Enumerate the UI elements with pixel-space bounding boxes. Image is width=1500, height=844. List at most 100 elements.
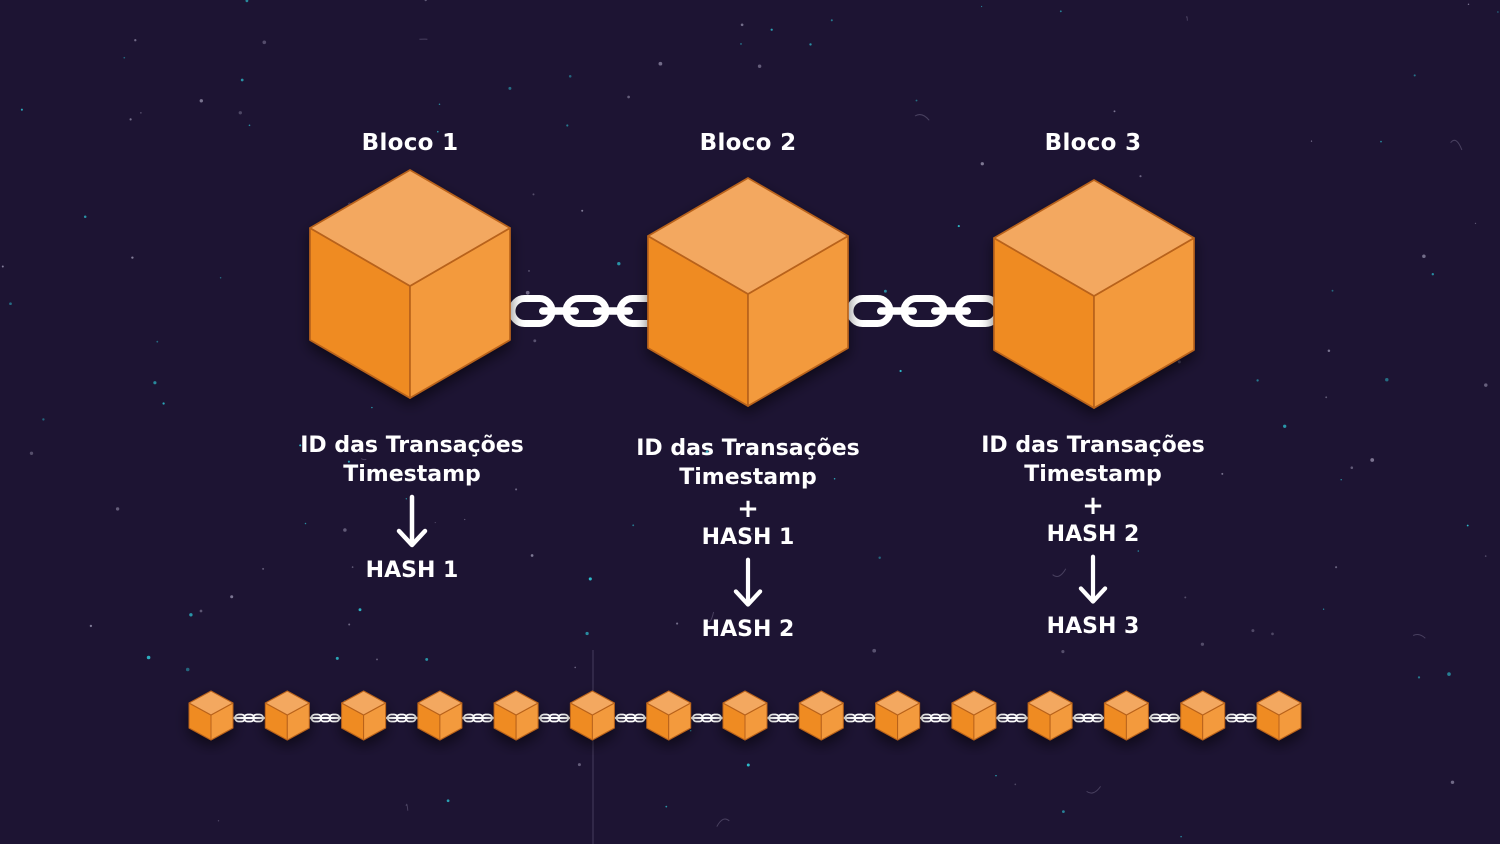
star-speck [770, 28, 773, 31]
star-speck [20, 108, 23, 111]
star-speck [1251, 629, 1255, 633]
mini-block-cube [646, 690, 692, 741]
block-1-cube [309, 169, 511, 399]
star-speck [617, 262, 621, 266]
star-speck [371, 406, 373, 409]
star-speck [9, 302, 12, 306]
star-speck [980, 5, 983, 8]
mini-block-cube [951, 690, 997, 741]
block-3-cube [993, 179, 1195, 409]
mini-block-cube [1103, 690, 1149, 741]
star-speck [335, 656, 339, 660]
star-speck [1350, 466, 1354, 469]
mini-block-cube [722, 690, 768, 741]
star-speck [1467, 3, 1470, 6]
block-3-plus-sign: + [1082, 491, 1104, 521]
mini-chain-link [767, 713, 800, 723]
mini-block-cube [1180, 690, 1226, 741]
star-speck [248, 124, 251, 127]
star-speck [1180, 835, 1182, 838]
dust-scratch [360, 458, 367, 461]
chain-link-icon [539, 307, 579, 315]
star-speck [581, 209, 584, 212]
star-speck [153, 381, 157, 385]
star-speck [833, 477, 836, 480]
star-speck [878, 556, 881, 560]
star-speck [89, 624, 93, 628]
star-speck [515, 488, 518, 491]
star-speck [525, 290, 530, 295]
star-speck [1113, 110, 1116, 113]
star-speck [140, 112, 142, 114]
star-speck [632, 524, 635, 527]
dust-scratch [1412, 634, 1426, 639]
block-2-input-hash: HASH 1 [701, 525, 795, 550]
chain-link-icon [877, 307, 917, 315]
star-speck [376, 658, 378, 661]
mini-chain-link [1072, 713, 1105, 723]
star-speck [425, 657, 429, 661]
star-speck [1061, 650, 1065, 654]
star-speck [123, 56, 126, 59]
block-2-info: ID das Transações Timestamp + HASH 1 HAS… [598, 434, 898, 644]
star-speck [230, 595, 234, 599]
star-speck [1331, 289, 1334, 292]
star-speck [238, 111, 242, 115]
dust-scratch [914, 114, 930, 121]
dust-scratch [1086, 786, 1102, 794]
star-speck [1062, 810, 1065, 813]
block-3-timestamp-label: Timestamp [1024, 462, 1162, 487]
star-speck [1184, 596, 1187, 599]
star-speck [1474, 222, 1477, 225]
star-speck [734, 472, 737, 475]
star-speck [424, 0, 427, 2]
star-speck [358, 608, 362, 612]
star-speck [740, 42, 742, 45]
star-speck [627, 95, 630, 99]
star-speck [83, 215, 87, 218]
star-speck [299, 444, 302, 447]
mini-chain-link [614, 713, 647, 723]
star-speck [162, 402, 165, 405]
mini-block-cube [417, 690, 463, 741]
dust-scratch [706, 611, 715, 623]
block-2-title: Bloco 2 [699, 130, 797, 156]
star-speck [146, 655, 151, 660]
star-speck [568, 75, 572, 78]
star-speck [1, 265, 4, 268]
star-speck [1422, 254, 1426, 258]
star-speck [262, 40, 267, 45]
block-3-title: Bloco 3 [1044, 130, 1142, 156]
star-speck [343, 528, 347, 532]
star-speck [1221, 472, 1224, 475]
star-speck [1113, 443, 1117, 447]
star-speck [751, 533, 753, 535]
star-speck [915, 99, 918, 102]
dust-scratch [405, 803, 409, 811]
star-speck [676, 622, 679, 625]
star-speck [217, 820, 220, 822]
star-speck [405, 498, 407, 500]
star-speck [115, 507, 120, 511]
star-speck [185, 667, 190, 672]
star-speck [29, 451, 34, 455]
star-speck [189, 613, 193, 617]
mini-block-cube [1027, 690, 1073, 741]
block-3-input-hash: HASH 2 [1046, 522, 1140, 547]
star-speck [1484, 555, 1487, 557]
block-1-title: Bloco 1 [361, 130, 459, 156]
block-3-info: ID das Transações Timestamp + HASH 2 HAS… [943, 431, 1243, 641]
arrow-down-icon [396, 494, 428, 548]
star-speck [245, 0, 249, 3]
star-speck [199, 99, 203, 103]
block-1-timestamp-label: Timestamp [343, 462, 481, 487]
star-speck [532, 193, 535, 196]
mini-chain-link [233, 713, 266, 723]
star-speck [1283, 424, 1287, 428]
mini-block-cube [1256, 690, 1302, 741]
star-speck [304, 522, 307, 525]
star-speck [508, 86, 512, 90]
star-speck [348, 623, 351, 626]
